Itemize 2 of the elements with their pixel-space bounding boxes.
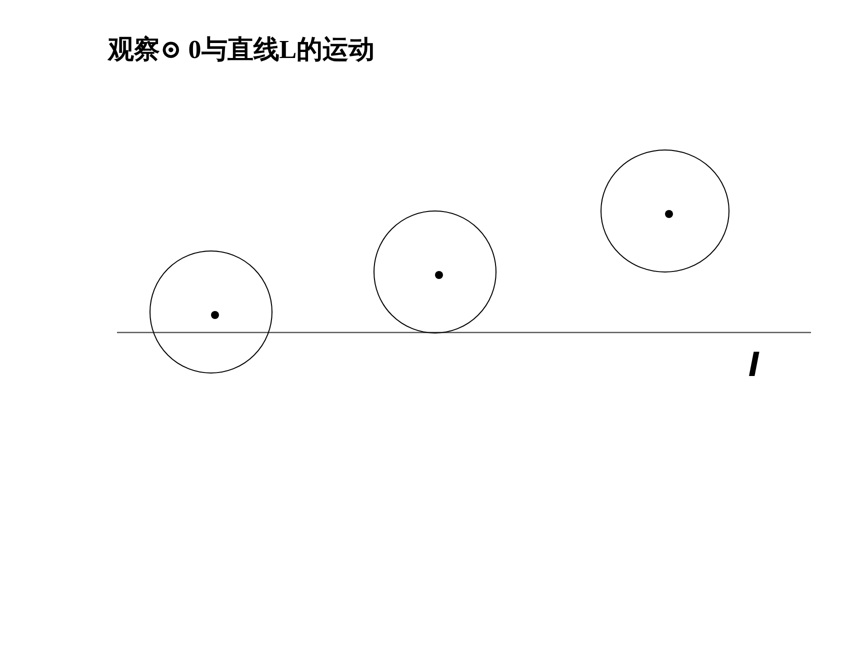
line-label: l bbox=[748, 346, 759, 384]
title: 观察⊙ 0与直线L的运动 bbox=[108, 34, 375, 66]
